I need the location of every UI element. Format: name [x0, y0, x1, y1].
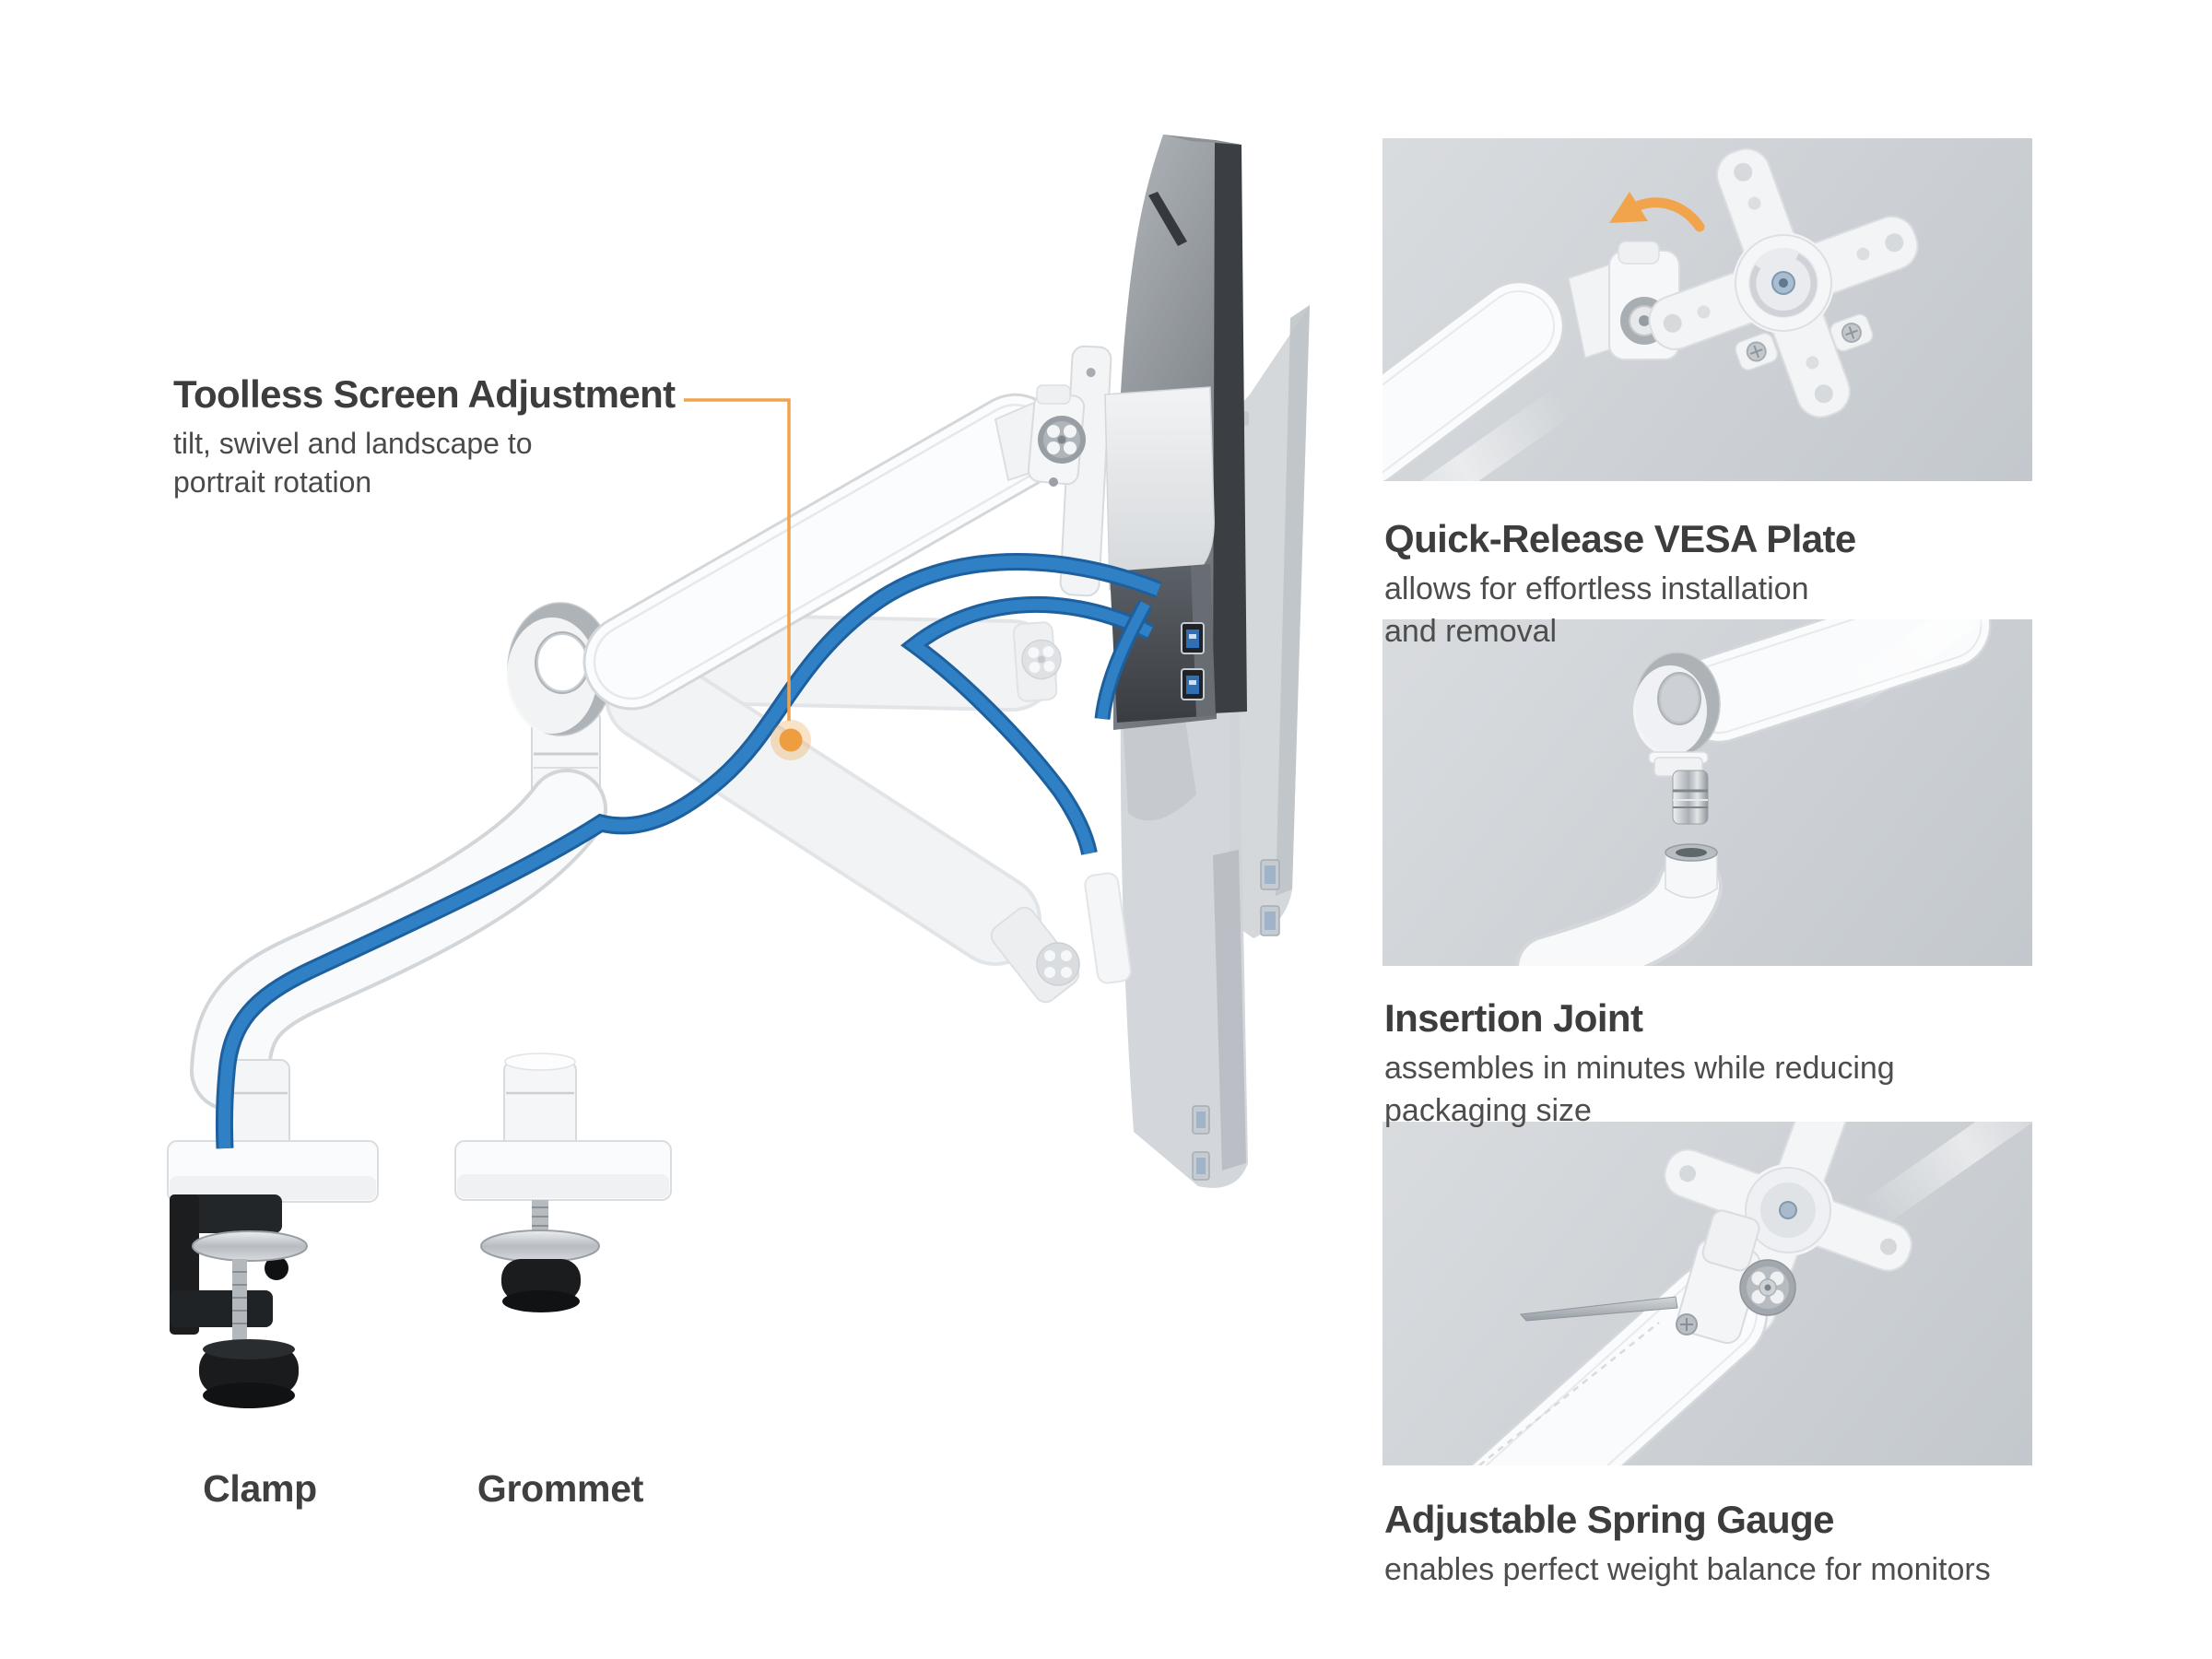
- ghost-vesa-bracket: [990, 872, 1132, 1004]
- ring-joint: [507, 602, 614, 736]
- ghost-usb-ports: [1192, 1105, 1210, 1181]
- arm-hinge: [994, 384, 1086, 487]
- vesa-plate: [1648, 147, 1919, 418]
- callout-connector: [684, 398, 811, 760]
- callout-title: Toolless Screen Adjustment: [173, 372, 676, 416]
- caption-spring-gauge: Adjustable Spring Gauge enables perfect …: [1384, 1498, 2048, 1591]
- ghost-usb-ports: [1260, 859, 1280, 936]
- feature-description: allows for effortless installation and r…: [1384, 571, 1809, 650]
- panel-insertion-joint: [1382, 619, 2032, 966]
- feature-title: Adjustable Spring Gauge: [1384, 1498, 1835, 1541]
- hinge-disc-icon: [1739, 1259, 1796, 1316]
- insertion-joint-illustration: [1515, 619, 1992, 966]
- usb-port-icon: [1181, 622, 1205, 654]
- vesa-plate: [1664, 1122, 1912, 1335]
- usb-hub: [1110, 564, 1216, 723]
- lower-arm: [190, 769, 607, 1112]
- monitor-arm-illustration: [167, 135, 1310, 1408]
- ghost-arm-diagonal: [605, 651, 1041, 966]
- clamp-base: [167, 1059, 379, 1408]
- lock-tab: [1735, 333, 1779, 371]
- grommet-mount: [454, 1053, 672, 1312]
- socket-arm: [1515, 843, 1723, 966]
- arm-stitch-seam: [1478, 1322, 1660, 1465]
- gauge-tool-icon: [1520, 1296, 1698, 1335]
- monitor-cables: [215, 552, 1162, 1149]
- feature-callout: Toolless Screen Adjustment tilt, swivel …: [173, 372, 763, 502]
- ghost-hinge-icon: [1012, 621, 1062, 702]
- clamp-bracket: [170, 1194, 308, 1408]
- feature-description: assembles in minutes while reducing pack…: [1384, 1051, 1895, 1129]
- monitor-back-cover: [1104, 386, 1215, 591]
- lock-tab: [1830, 313, 1874, 352]
- spring-joint: [1677, 1209, 1796, 1345]
- rotate-arrow-icon: [1609, 192, 1705, 232]
- panel-spring-gauge: [1382, 1122, 2032, 1465]
- hinge-disc-icon: [1038, 416, 1086, 464]
- spring-gauge-illustration: [1436, 1122, 1912, 1465]
- callout-dot: [779, 728, 803, 752]
- ghost-monitor-landscape: [1120, 682, 1248, 1188]
- ghost-monitor-portrait: [1229, 305, 1310, 938]
- feature-title: Insertion Joint: [1384, 996, 1643, 1040]
- panel-vesa-plate: [1382, 138, 2032, 481]
- caption-insertion-joint: Insertion Joint assembles in minutes whi…: [1384, 996, 2048, 1133]
- usb-port-icon: [1181, 668, 1205, 700]
- ring-joint: [1633, 652, 1721, 757]
- callout-description: tilt, swivel and landscape to portrait r…: [173, 427, 533, 500]
- hinge-tab: [1618, 241, 1660, 265]
- arm-segment: [1382, 280, 1565, 481]
- vesa-plate-illustration: [1382, 147, 1919, 481]
- insertion-pin: [1672, 770, 1709, 825]
- feature-title: Quick-Release VESA Plate: [1384, 517, 1856, 560]
- clamp-label: Clamp: [203, 1467, 317, 1510]
- feature-description: enables perfect weight balance for monit…: [1384, 1552, 1991, 1588]
- grommet-label: Grommet: [477, 1467, 644, 1510]
- caption-vesa-plate: Quick-Release VESA Plate allows for effo…: [1384, 517, 2048, 653]
